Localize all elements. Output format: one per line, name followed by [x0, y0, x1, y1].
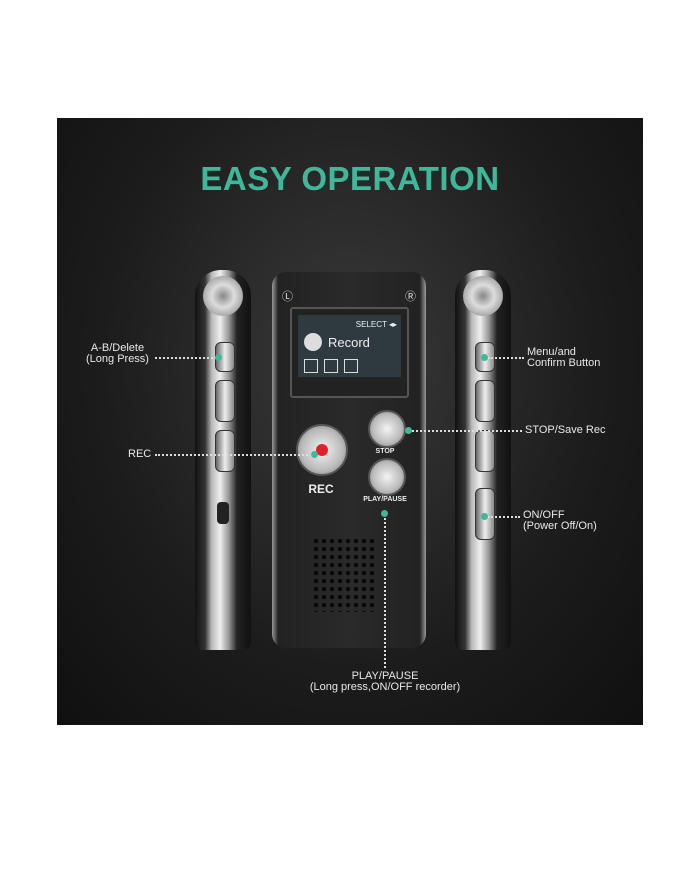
- volume-down-key: [215, 430, 235, 472]
- microphone-grille: [463, 276, 503, 316]
- callout-dot: [481, 354, 488, 361]
- callout-dot: [311, 451, 318, 458]
- music-menu-icon: [324, 359, 338, 373]
- record-menu-icon: [304, 359, 318, 373]
- rec-label: REC: [308, 482, 334, 496]
- lcd: SELECT ◂▸ Record: [298, 315, 401, 377]
- stop-button[interactable]: [368, 410, 406, 448]
- stop-label: STOP: [375, 448, 395, 455]
- callout-rec: REC: [128, 448, 152, 460]
- callout-line: [155, 357, 217, 359]
- previous-key: [475, 380, 495, 422]
- play-pause-label: PLAY/PAUSE: [363, 496, 407, 503]
- play-pause-button[interactable]: [368, 458, 406, 496]
- mode-label: Record: [328, 335, 370, 350]
- next-key: [475, 430, 495, 472]
- callout-line: [488, 357, 524, 359]
- microphone-grille: [203, 276, 243, 316]
- callout-play-pause: PLAY/PAUSE(Long press,ON/OFF recorder): [309, 670, 461, 693]
- display: SELECT ◂▸ Record: [290, 307, 409, 398]
- record-dot-icon: [316, 444, 328, 456]
- l-mark: Ⓛ: [282, 291, 293, 303]
- right-side-view: [455, 270, 511, 650]
- speaker-grille: [312, 537, 376, 612]
- callout-stop: STOP/Save Rec: [525, 424, 606, 436]
- callout-dot: [405, 427, 412, 434]
- page-title: EASY OPERATION: [200, 160, 500, 197]
- callout-dot: [381, 510, 388, 517]
- settings-menu-icon: [344, 359, 358, 373]
- left-side-view: [195, 270, 251, 650]
- callout-line: [384, 518, 386, 668]
- callout-line: [412, 430, 522, 432]
- r-mark: Ⓡ: [405, 291, 416, 303]
- select-indicator: SELECT ◂▸: [355, 320, 397, 329]
- callout-onoff: ON/OFF(Power Off/On): [523, 509, 597, 532]
- callout-dot: [215, 354, 222, 361]
- voice-recorder: Ⓛ Ⓡ SELECT ◂▸ Record REC STOP PLAY/PAUSE: [272, 272, 426, 648]
- callout-dot: [481, 513, 488, 520]
- rec-button[interactable]: [296, 424, 348, 476]
- usb-port: [217, 502, 229, 524]
- callout-line: [488, 516, 520, 518]
- callout-line: [155, 454, 315, 456]
- callout-ab-delete: A-B/Delete(Long Press): [86, 342, 149, 365]
- volume-up-key: [215, 380, 235, 422]
- speaker-person-icon: [304, 333, 322, 351]
